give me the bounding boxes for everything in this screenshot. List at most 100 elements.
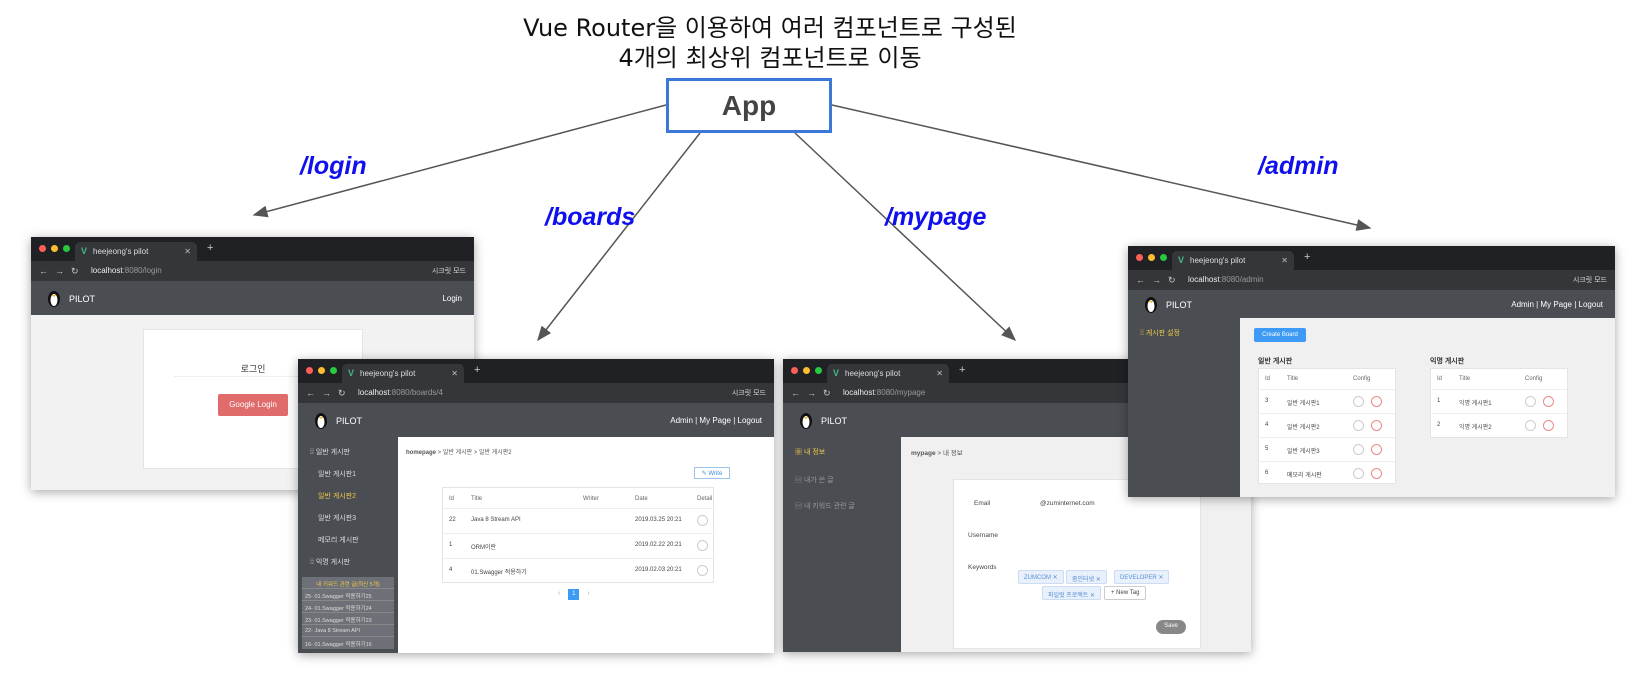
edit-icon[interactable] [1353,468,1364,479]
brand-name[interactable]: PILOT [1166,300,1193,310]
tag-remove-icon: ✕ [1089,593,1096,599]
new-tab-icon[interactable]: + [474,364,481,376]
detail-search-icon[interactable] [697,515,708,526]
keyword-tag[interactable]: 줌인터넷 ✕ [1066,570,1107,584]
keyword-tag[interactable]: ZUMCOM ✕ [1018,570,1064,584]
keyword-post-item[interactable]: 25- 01.Swagger 적용하기25 [302,589,394,601]
nav-arrows-icon[interactable]: ←→↻ [39,266,86,276]
login-card-title: 로그인 [240,364,266,374]
sidebar-item-board1[interactable]: 일반 게시판1 [318,471,357,478]
edit-icon[interactable] [1353,420,1364,431]
app-root-node: App [666,78,832,133]
address-bar[interactable]: ←→↻ localhost:8080/boards/4 시크릿 모드 [298,383,774,403]
breadcrumb: mypage > 내 정보 [911,450,963,457]
tab-close-icon[interactable]: ✕ [451,369,458,378]
sidebar-item-board-settings[interactable]: ⁞⁞ 게시판 설정 [1140,330,1180,337]
url-text[interactable]: localhost:8080/boards/4 [358,388,443,397]
edit-icon[interactable] [1353,444,1364,455]
delete-icon[interactable] [1371,396,1382,407]
google-login-button[interactable]: Google Login [218,394,288,416]
sidebar-item-myinfo[interactable]: ▦ 내 정보 [795,449,826,456]
keyword-post-item[interactable]: 24- 01.Swagger 적용하기24 [302,601,394,613]
create-board-button[interactable]: Create Board [1254,328,1306,342]
prev-page-icon[interactable]: ‹ [558,590,561,597]
header-nav-links[interactable]: Admin | My Page | Logout [1511,300,1603,309]
window-controls[interactable] [1136,254,1167,261]
brand-name[interactable]: PILOT [336,416,363,426]
delete-icon[interactable] [1371,420,1382,431]
brand-name[interactable]: PILOT [69,294,96,304]
sidebar-item-myposts[interactable]: ▤ 내가 쓴 글 [795,477,834,484]
login-link[interactable]: Login [442,294,462,303]
delete-icon[interactable] [1543,396,1554,407]
address-bar[interactable]: ←→↻ localhost:8080/admin 시크릿 모드 [1128,270,1615,290]
address-bar[interactable]: ←→↻ localhost:8080/login 시크릿 모드 [31,261,474,281]
url-text[interactable]: localhost:8080/mypage [843,388,926,397]
edit-icon[interactable] [1525,420,1536,431]
window-controls[interactable] [306,367,337,374]
keyword-tag[interactable]: DEVELOPER ✕ [1114,570,1170,584]
url-text[interactable]: localhost:8080/admin [1188,275,1264,284]
keyword-post-item[interactable]: 16- 01.Swagger 적용하기16 [305,642,372,648]
tab-close-icon[interactable]: ✕ [1281,256,1288,265]
save-button[interactable]: Save [1156,620,1186,634]
sidebar-group-general[interactable]: ⁞⁞ 일반 게시판 [310,449,350,456]
table-header: Id Title Config [1265,376,1371,382]
edit-icon[interactable] [1353,396,1364,407]
diagram-title-line1: Vue Router을 이용하여 여러 컴포넌트로 구성된 [523,14,1017,42]
keyword-posts-box: 내 키워드 관련 글(최신 5개) 25- 01.Swagger 적용하기25 … [302,577,394,649]
header-nav-links[interactable]: Admin | My Page | Logout [670,416,762,425]
app-header: PILOT Login [31,281,474,315]
keyword-post-item[interactable]: 23- 01.Swagger 적용하기23 [302,613,394,625]
arrow-login [252,104,667,218]
nav-arrows-icon[interactable]: ←→↻ [1136,275,1183,285]
delete-icon[interactable] [1543,420,1554,431]
sidebar-group-anon[interactable]: ⁞⁞ 익명 게시판 [310,559,350,566]
new-tag-button[interactable]: + New Tag [1104,586,1147,600]
brand-name[interactable]: PILOT [821,416,848,426]
window-controls[interactable] [791,367,822,374]
window-controls[interactable] [39,245,70,252]
tab-close-icon[interactable]: ✕ [184,247,191,256]
vue-logo-icon: V [348,368,355,378]
sidebar-item-board2[interactable]: 일반 게시판2 [318,493,357,500]
detail-search-icon[interactable] [697,540,708,551]
detail-search-icon[interactable] [697,565,708,576]
sidebar-item-keyword-posts[interactable]: ▤ 내 키워드 관련 글 [795,503,855,510]
next-page-icon[interactable]: › [587,590,590,597]
new-tab-icon[interactable]: + [959,364,966,376]
sidebar-item-board3[interactable]: 일반 게시판3 [318,515,357,522]
keyword-post-item[interactable]: 22- Java 8 Stream API [302,625,394,637]
write-button[interactable]: ✎ Write [694,467,730,479]
url-text[interactable]: localhost:8080/login [91,266,162,275]
new-tab-icon[interactable]: + [1304,251,1311,263]
delete-icon[interactable] [1371,444,1382,455]
page-number[interactable]: 1 [568,589,580,600]
new-tab-icon[interactable]: + [207,242,214,254]
penguin-logo-icon [48,291,60,307]
delete-icon[interactable] [1371,468,1382,479]
edit-icon[interactable] [1525,396,1536,407]
tab-close-icon[interactable]: ✕ [936,369,943,378]
username-label: Username [968,532,998,539]
keyword-tag[interactable]: 파일럿 프로젝트 ✕ [1042,586,1102,600]
sidebar-item-memory[interactable]: 메모리 게시판 [318,537,359,544]
nav-arrows-icon[interactable]: ←→↻ [791,388,838,398]
nav-arrows-icon[interactable]: ←→↻ [306,388,353,398]
